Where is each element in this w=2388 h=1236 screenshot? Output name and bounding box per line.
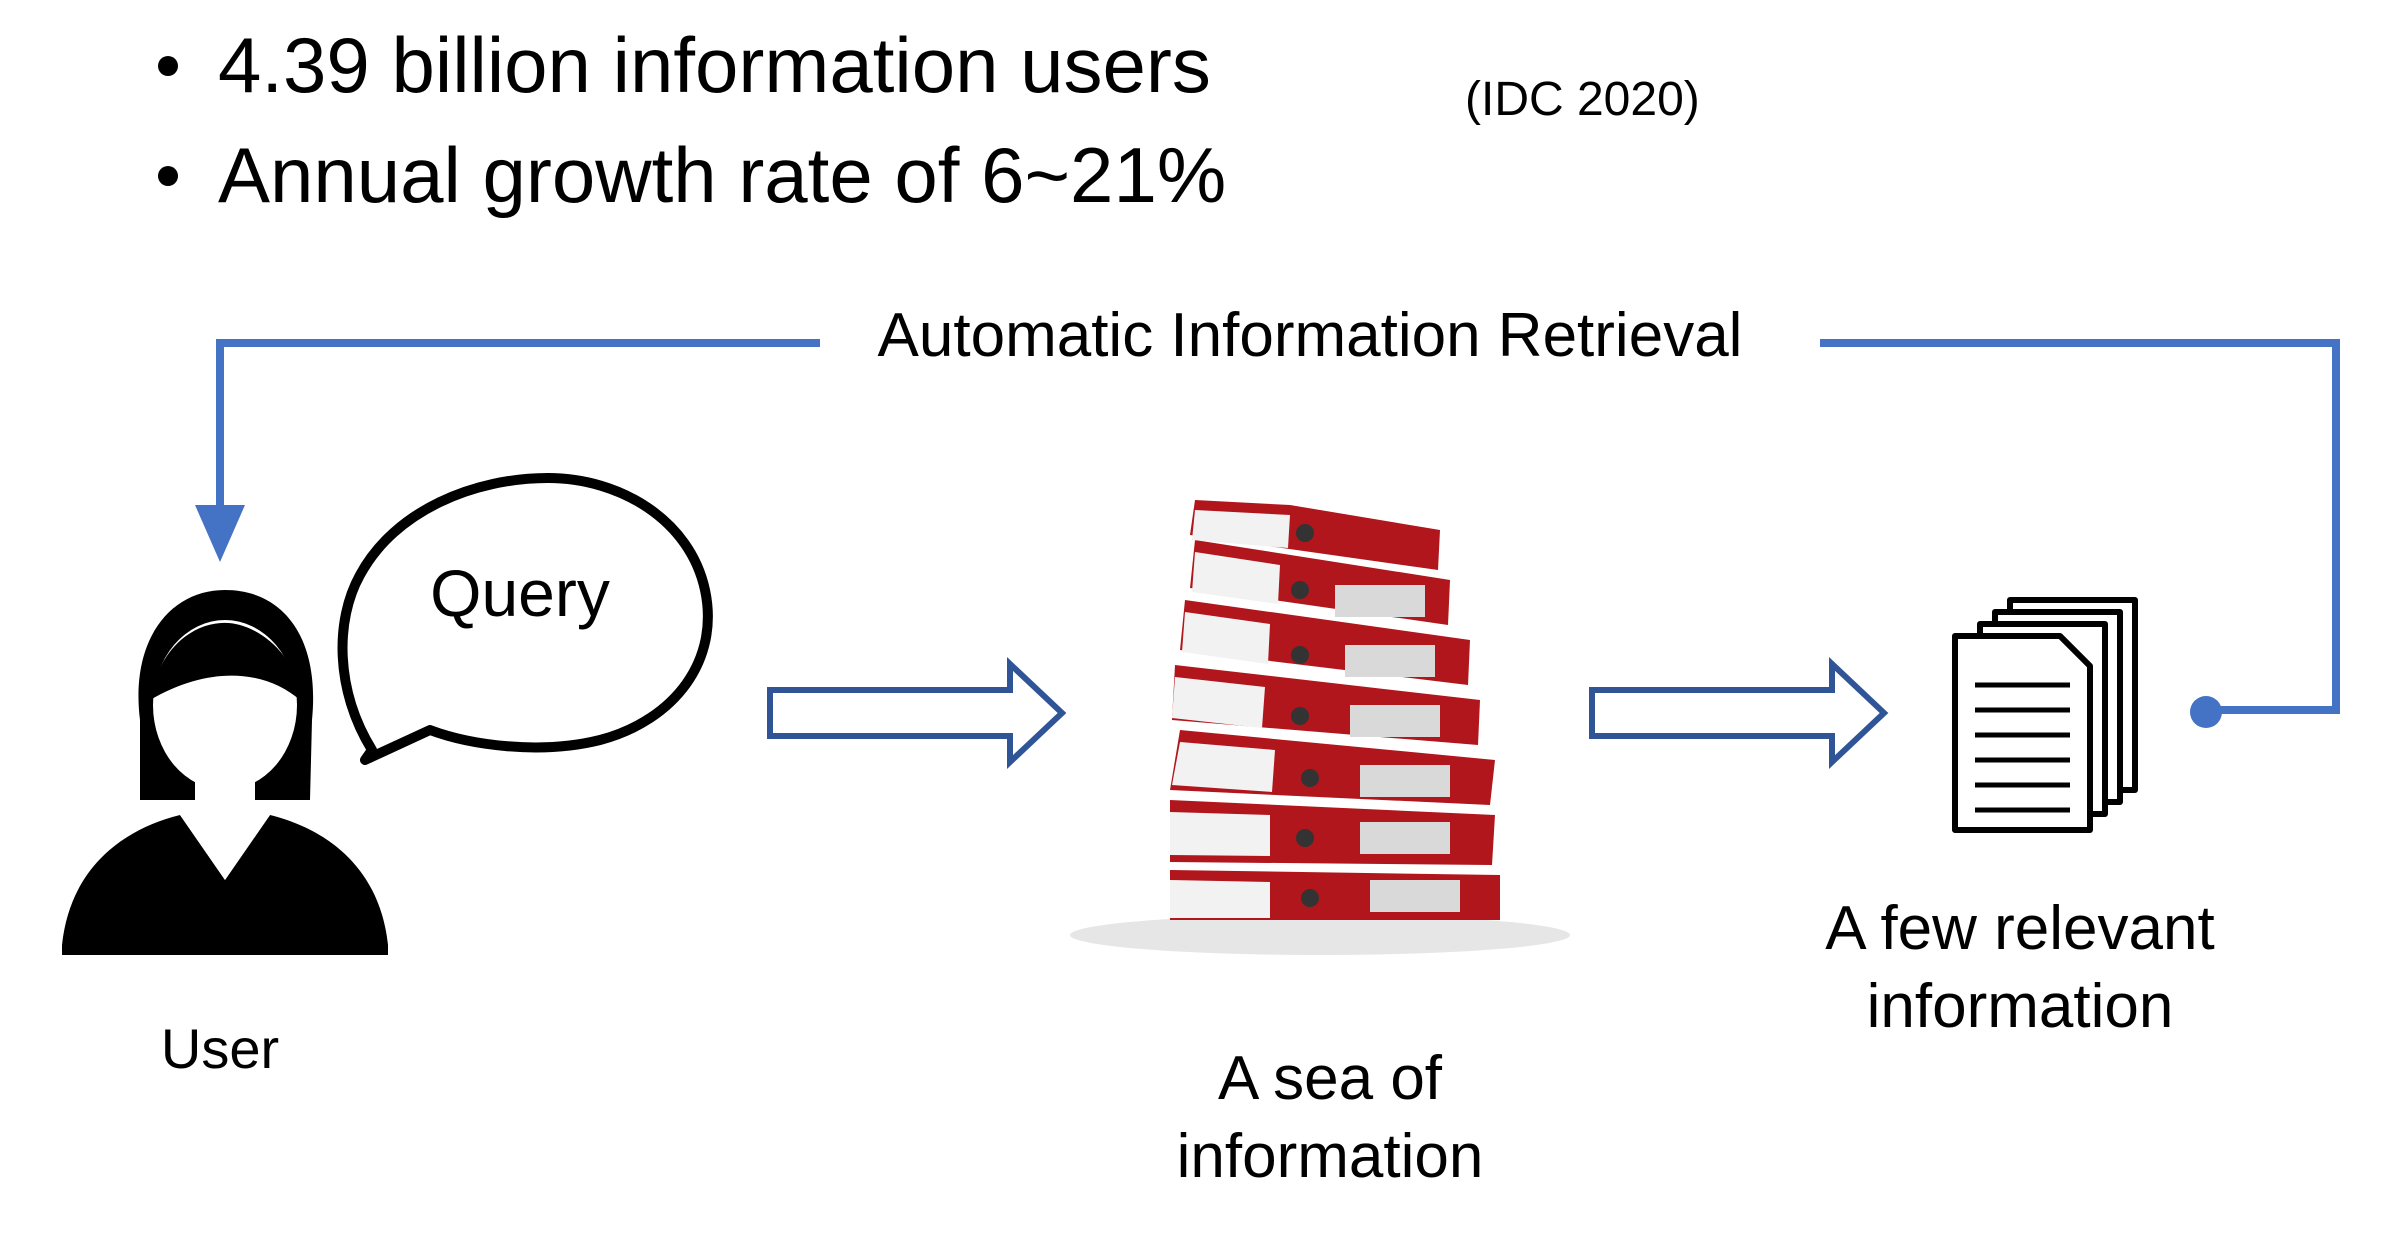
bullet-list: 4.39 billion information users Annual gr… xyxy=(150,10,1226,230)
user-label: User xyxy=(160,1017,280,1080)
few-relevant-information-label: A few relevant information xyxy=(1760,890,2280,1046)
flow-arrow-to-sea xyxy=(767,657,1067,769)
sea-of-information-label: A sea of information xyxy=(1080,1040,1580,1196)
source-citation: (IDC 2020) xyxy=(1465,73,1700,126)
loop-label: Automatic Information Retrieval xyxy=(820,300,1800,371)
bullet-item-growth: Annual growth rate of 6~21% xyxy=(150,120,1226,230)
few-label-line-1: A few relevant xyxy=(1825,894,2215,963)
binder-stack-icon xyxy=(1070,500,1570,955)
documents-stack-icon xyxy=(1952,597,2138,833)
sea-label-line-1: A sea of xyxy=(1217,1044,1443,1113)
query-label: Query xyxy=(430,556,610,630)
few-label-line-2: information xyxy=(1866,972,2174,1041)
bullet-item-users: 4.39 billion information users xyxy=(150,10,1226,120)
flow-arrow-to-few xyxy=(1589,657,1889,769)
loop-arrowhead xyxy=(195,505,245,562)
sea-label-line-2: information xyxy=(1176,1122,1484,1191)
retrieval-loop-connector xyxy=(195,339,2340,728)
loop-line xyxy=(1820,339,2340,714)
loop-line-left xyxy=(216,339,824,510)
loop-start-dot xyxy=(2190,696,2222,728)
user-silhouette-icon xyxy=(62,590,388,955)
speech-bubble-icon xyxy=(337,473,713,765)
